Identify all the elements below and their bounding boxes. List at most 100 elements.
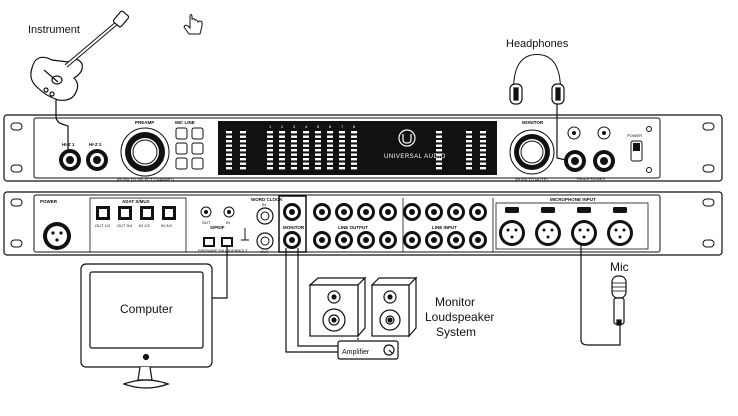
meter-segment <box>466 135 472 138</box>
meter-segment <box>267 140 273 143</box>
microphone-icon <box>611 275 627 326</box>
meter-segment <box>466 158 472 161</box>
meter-segment <box>351 167 357 170</box>
meter-segment <box>339 153 345 156</box>
word-clock-label: WORD CLOCK <box>251 197 283 202</box>
meter-segment <box>466 167 472 170</box>
meter-segment <box>291 158 297 161</box>
meter-segment <box>240 144 246 147</box>
meter-segment <box>436 158 442 161</box>
mic-label: Mic <box>610 260 629 274</box>
phantom-badge <box>541 207 555 213</box>
trs-jack-tip <box>385 237 391 243</box>
trs-jack-tip <box>341 237 347 243</box>
headphones-icon <box>509 53 565 105</box>
rack-slot <box>702 122 715 131</box>
meter-segment <box>327 149 333 152</box>
headphones-caption: HEADPHONES <box>577 176 605 181</box>
computer-icon <box>80 263 213 389</box>
monitor-label: MONITOR <box>522 120 544 125</box>
meter-segment <box>240 153 246 156</box>
meter-number: 2 <box>281 124 284 129</box>
trs-jack-tip <box>363 237 369 243</box>
adat-port-inner <box>99 209 107 217</box>
meter-segment <box>480 144 486 147</box>
meter-segment <box>327 131 333 134</box>
meter-segment <box>315 140 321 143</box>
preamp-label: PREAMP <box>135 120 154 125</box>
trs-jack-tip <box>341 209 347 215</box>
meter-segment <box>327 162 333 165</box>
meter-segment <box>303 135 309 138</box>
trs-jack-tip <box>319 209 325 215</box>
hand-pointer-icon <box>183 14 203 35</box>
meter-segment <box>315 153 321 156</box>
meter-segment <box>303 144 309 147</box>
phantom-badge <box>505 207 519 213</box>
meter-segment <box>240 162 246 165</box>
meter-segment <box>351 131 357 134</box>
meter-segment <box>339 131 345 134</box>
meter-segment <box>480 167 486 170</box>
trs-jack-tip <box>453 237 459 243</box>
meter-segment <box>240 167 246 170</box>
line-output-label: LINE OUTPUT <box>338 225 368 230</box>
preamp-caption: (PUSH TO SELECT CHANNEL) <box>117 177 175 182</box>
meter-segment <box>291 144 297 147</box>
meter-segment <box>226 158 232 161</box>
xlr-pin <box>618 235 622 239</box>
rack-slot <box>10 164 23 173</box>
meter-segment <box>279 144 285 147</box>
meter-segment <box>303 140 309 143</box>
meter-segment <box>351 153 357 156</box>
meter-segment <box>279 167 285 170</box>
meter-segment <box>291 162 297 165</box>
meter-segment <box>303 158 309 161</box>
instrument-label: Instrument <box>28 24 80 36</box>
xlr-jack-face <box>502 223 522 243</box>
meter-segment <box>339 144 345 147</box>
rack-slot <box>702 239 715 248</box>
rack-slot <box>702 164 715 173</box>
meter-segment <box>436 162 442 165</box>
power-label: POWER <box>627 133 642 138</box>
xlr-jack-face <box>574 223 594 243</box>
xlr-pin <box>546 235 550 239</box>
meter-segment <box>327 153 333 156</box>
meter-segment <box>291 149 297 152</box>
xlr-jack-face <box>538 223 558 243</box>
microphone-inputs: MICROPHONE INPUT <box>495 197 649 250</box>
meter-segment <box>436 153 442 156</box>
meter-segment <box>291 167 297 170</box>
meter-segment <box>480 153 486 156</box>
meter-segment <box>339 149 345 152</box>
trs-jack-tip <box>431 237 437 243</box>
meter-segment <box>267 149 273 152</box>
meter-segment <box>480 158 486 161</box>
meter-segment <box>279 140 285 143</box>
meter-segment <box>267 158 273 161</box>
meter-segment <box>315 144 321 147</box>
spdif-out-label: OUT <box>202 220 211 225</box>
meter-segment <box>226 135 232 138</box>
meter-segment <box>315 158 321 161</box>
meter-segment <box>267 162 273 165</box>
xlr-pin <box>614 228 618 232</box>
meter-segment <box>339 135 345 138</box>
adat-port-label: IN 3/4 <box>161 223 172 228</box>
meter-segment <box>226 149 232 152</box>
trs-jack-tip <box>385 209 391 215</box>
meter-segment <box>267 153 273 156</box>
meter-segment <box>226 140 232 143</box>
meter-segment <box>279 131 285 134</box>
spdif-label: S/PDIF <box>210 225 225 230</box>
speaker-left-icon <box>308 276 367 338</box>
meter-segment <box>436 131 442 134</box>
meter-segment <box>267 135 273 138</box>
meter-segment <box>339 158 345 161</box>
meter-segment <box>240 149 246 152</box>
rack-slot <box>10 122 23 131</box>
rack-slot <box>10 198 23 207</box>
